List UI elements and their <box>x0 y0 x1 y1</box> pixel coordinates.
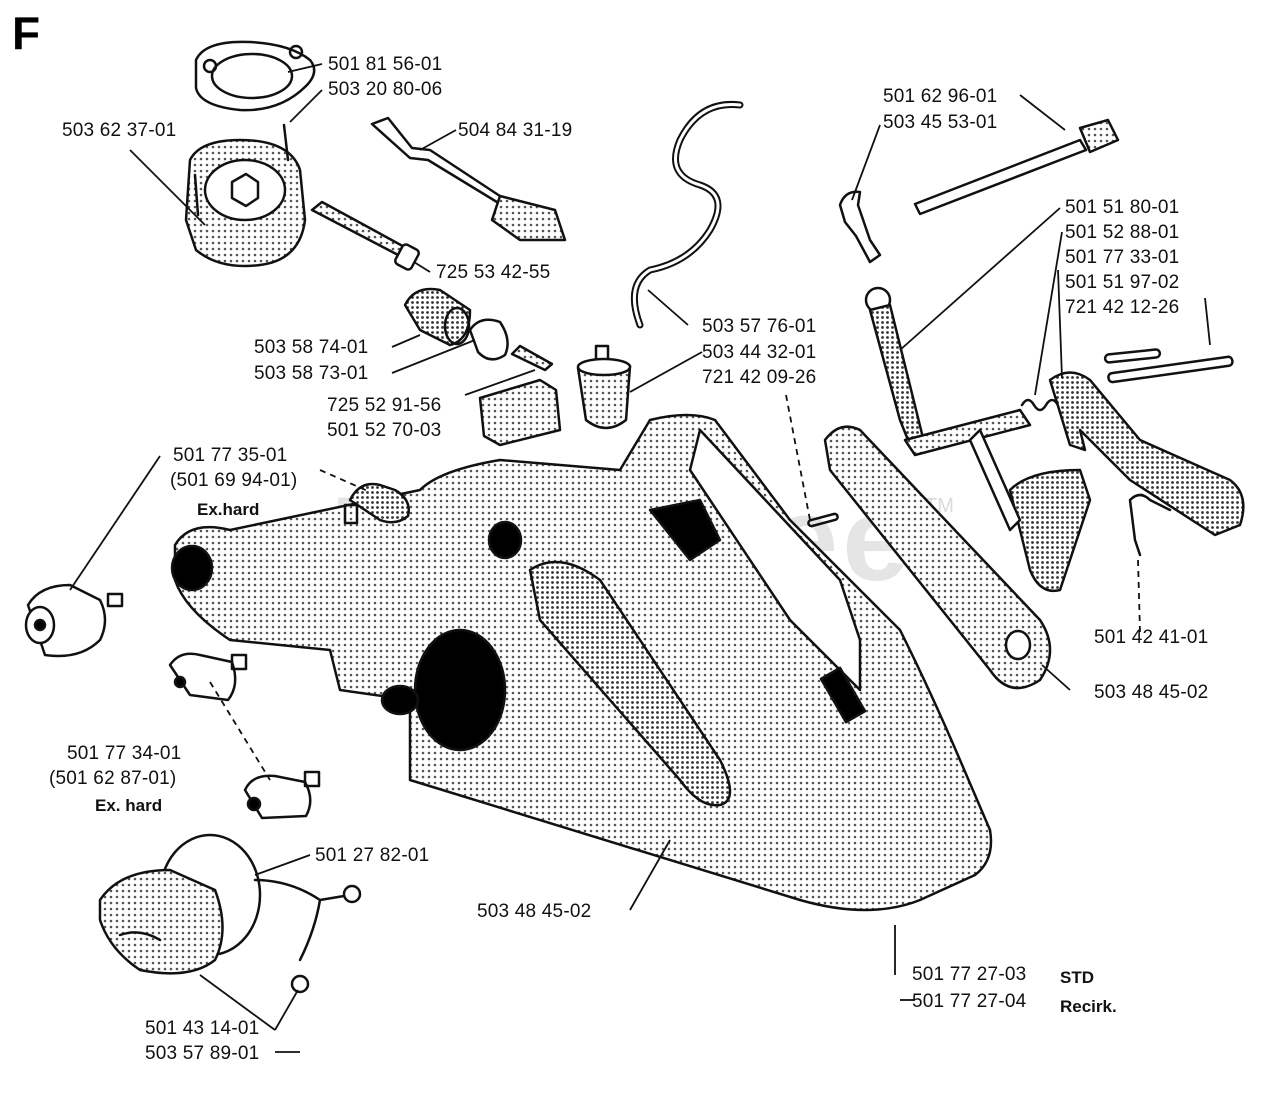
crankcase-part <box>170 413 993 912</box>
note-exhard: Ex.hard <box>197 500 260 519</box>
gasket-part <box>194 40 316 112</box>
oil-cap-part <box>98 833 362 994</box>
part-label: 503 45 53-01 <box>883 112 998 133</box>
clip-part <box>838 190 882 264</box>
hook-spring-part <box>1128 493 1172 557</box>
part-label: 501 42 41-01 <box>1094 627 1209 648</box>
bumper-spike-part <box>1008 468 1092 593</box>
drive-rod-part <box>370 116 567 242</box>
part-label: 501 81 56-01 <box>328 54 443 75</box>
part-label: 501 77 35-01 <box>173 445 288 466</box>
part-label: 501 51 97-02 <box>1065 272 1180 293</box>
part-label: 503 48 45-02 <box>477 901 592 922</box>
brake-arm-part <box>1048 371 1245 537</box>
part-label: 503 62 37-01 <box>62 120 177 141</box>
part-label: 501 43 14-01 <box>145 1018 260 1039</box>
part-label: 501 52 70-03 <box>327 420 442 441</box>
bushing-part <box>403 287 554 372</box>
part-label: 501 77 27-03 <box>912 964 1027 985</box>
strainer-part <box>576 344 632 430</box>
part-label: 501 52 88-01 <box>1065 222 1180 243</box>
part-label: 501 62 96-01 <box>883 86 998 107</box>
plug-part <box>24 482 410 820</box>
part-label: 501 77 34-01 <box>67 743 182 764</box>
part-label: 501 77 27-04 <box>912 991 1027 1012</box>
part-label: 501 77 33-01 <box>1065 247 1180 268</box>
part-label: 503 58 73-01 <box>254 363 369 384</box>
part-label: 725 52 91-56 <box>327 395 442 416</box>
dowel-part <box>807 512 839 528</box>
section-letter: F <box>12 7 41 59</box>
part-label: 503 44 32-01 <box>702 342 817 363</box>
part-label: 721 42 09-26 <box>702 367 817 388</box>
note-exhard: Ex. hard <box>95 796 163 815</box>
note-std: STD <box>1060 968 1094 987</box>
part-label: 501 27 82-01 <box>315 845 430 866</box>
part-label: 721 42 12-26 <box>1065 297 1180 318</box>
leader-lines <box>69 63 1211 1053</box>
part-label: 503 57 76-01 <box>702 316 817 337</box>
worm-spring-part <box>630 100 744 329</box>
screw-part <box>310 200 420 271</box>
part-label: 503 57 89-01 <box>145 1043 260 1064</box>
chain-guide-plate-part <box>823 425 1052 690</box>
adjuster-lever-part <box>864 286 1032 532</box>
part-label: 503 58 74-01 <box>254 337 369 358</box>
spring-part <box>1020 398 1060 412</box>
pin-part <box>1103 348 1234 384</box>
part-label: 725 53 42-55 <box>436 262 551 283</box>
note-recirk: Recirk. <box>1060 997 1117 1016</box>
adjuster-screw-part <box>913 118 1120 216</box>
part-label: 501 51 80-01 <box>1065 197 1180 218</box>
part-label: (501 69 94-01) <box>170 470 298 491</box>
part-label: 503 48 45-02 <box>1094 682 1209 703</box>
part-label: 504 84 31-19 <box>458 120 573 141</box>
filter-part <box>478 378 562 447</box>
part-label: 503 20 80-06 <box>328 79 443 100</box>
part-label: (501 62 87-01) <box>49 768 177 789</box>
oil-pump-part <box>184 123 307 268</box>
